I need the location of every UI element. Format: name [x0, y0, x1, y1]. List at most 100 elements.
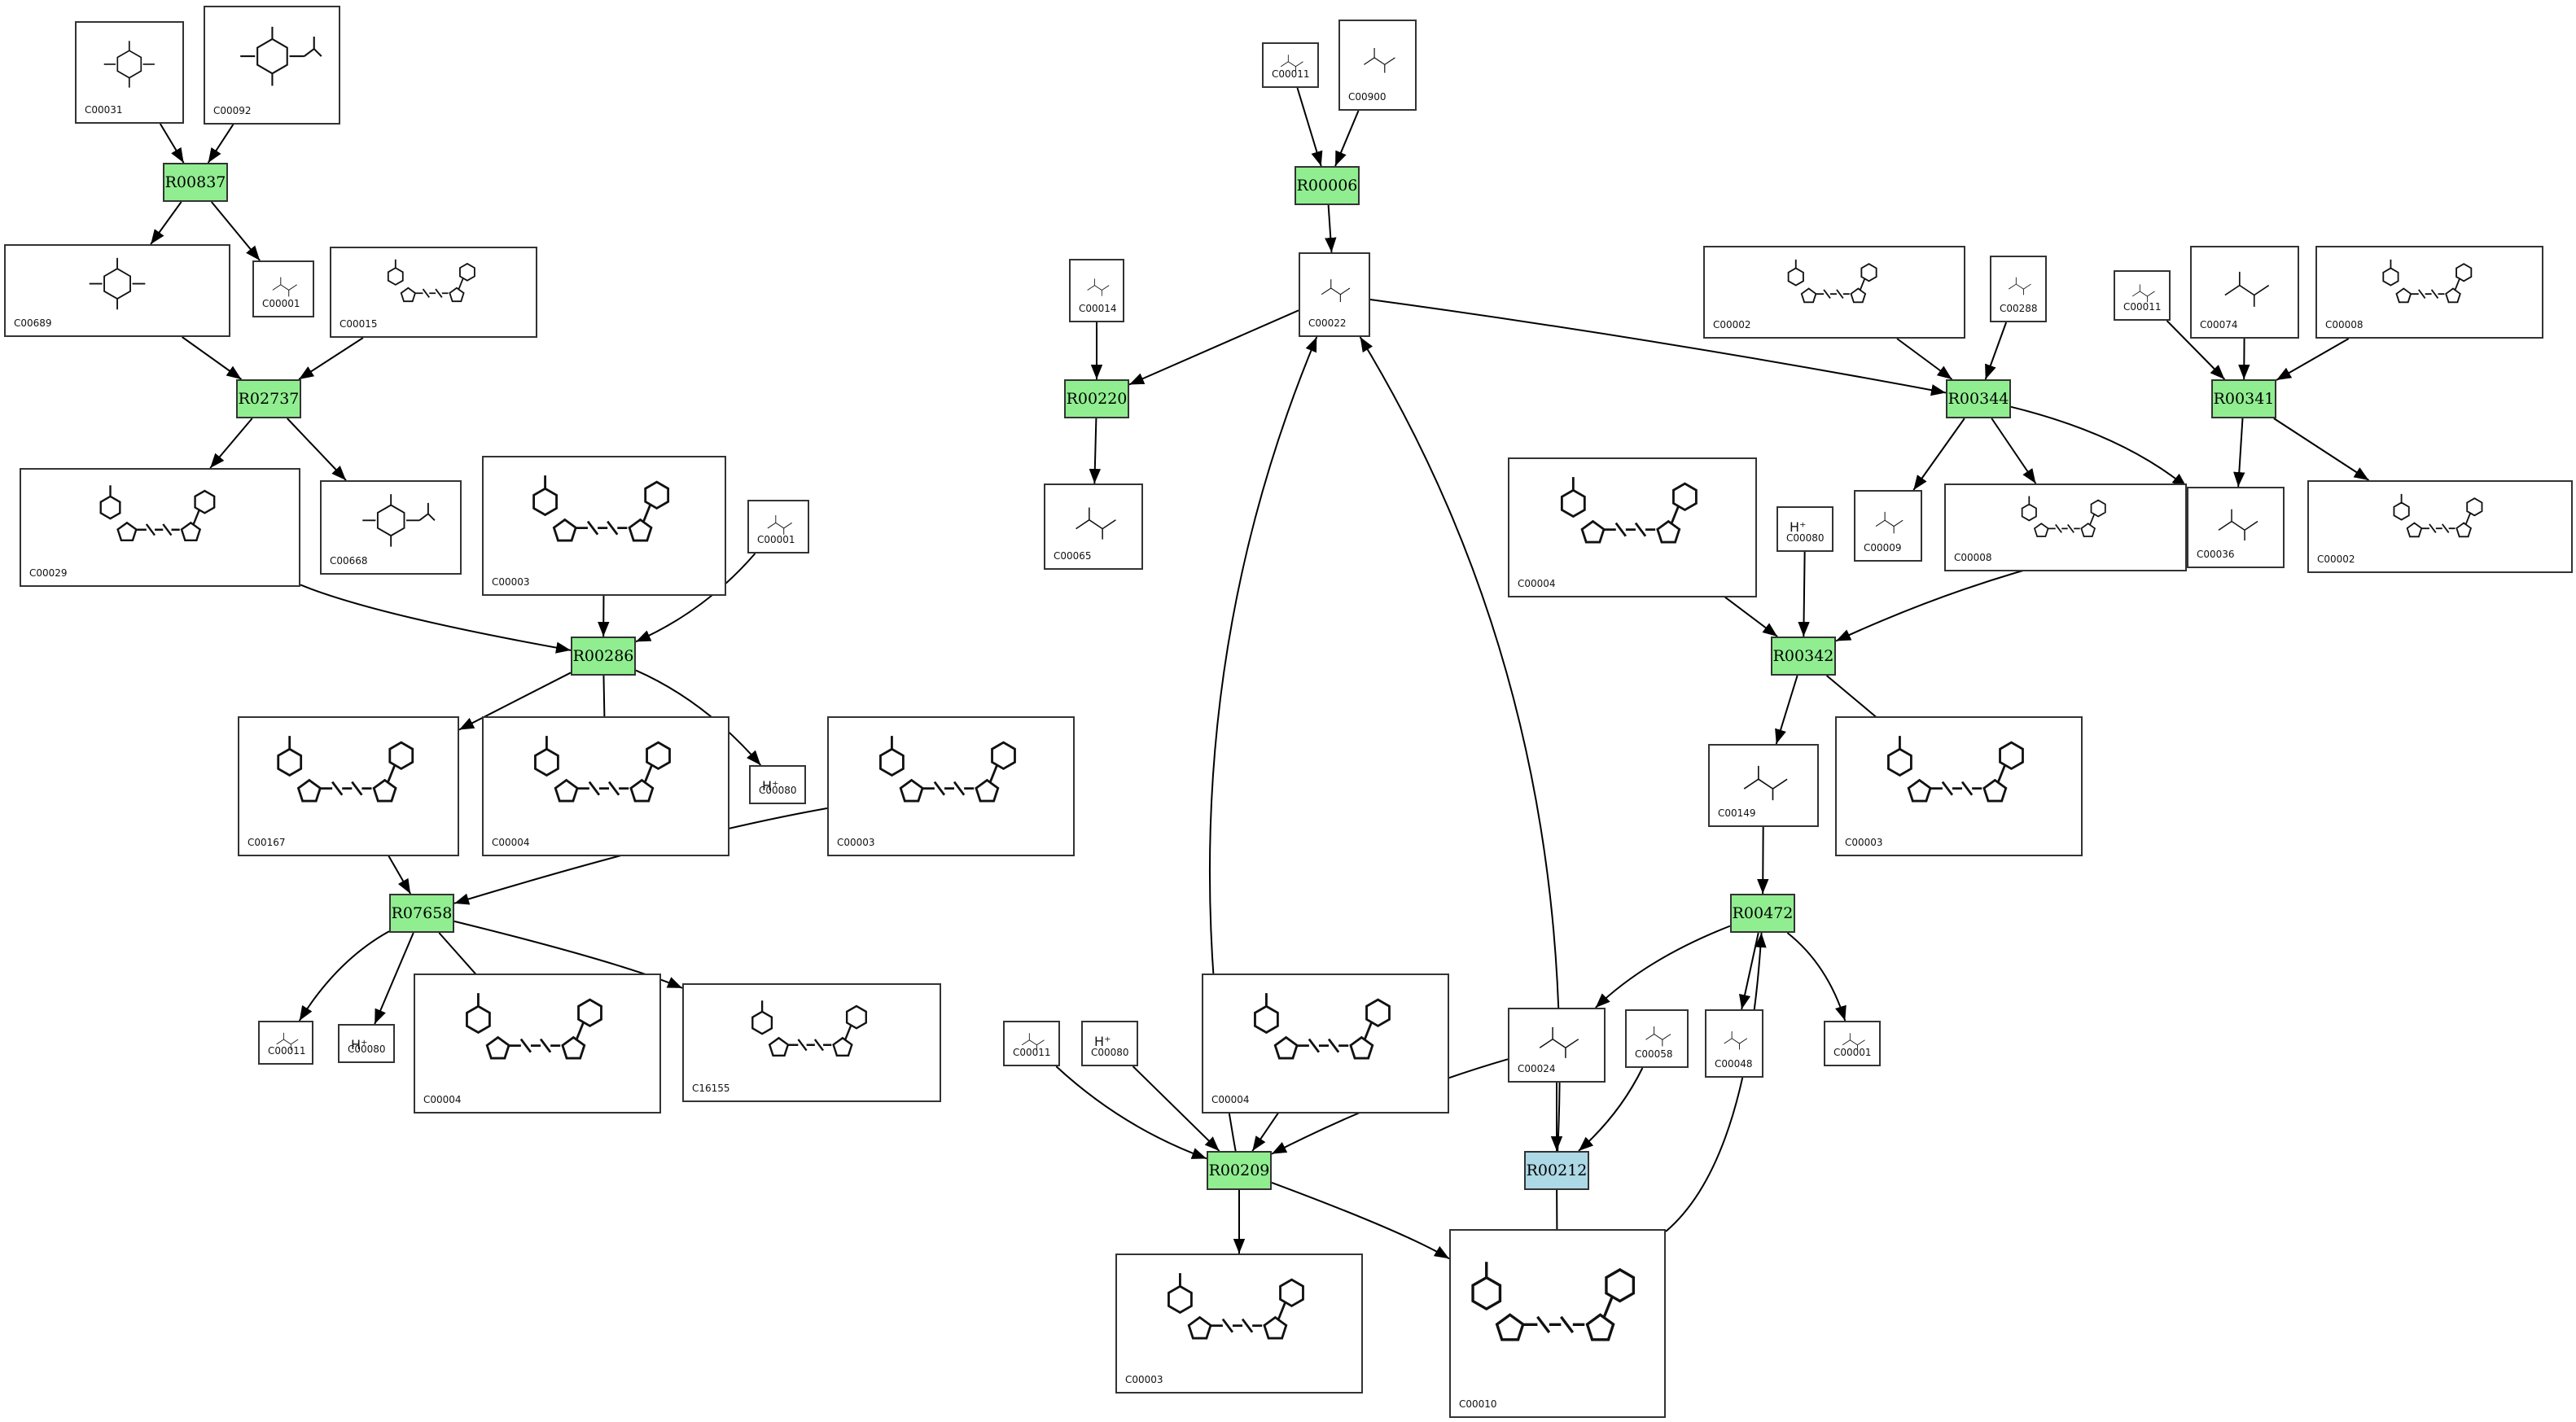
edge-R02737-to-C00668 [287, 418, 347, 481]
structure-drawing [751, 1000, 867, 1057]
compound-c00001[interactable]: C00001 [1824, 1021, 1881, 1066]
compound-c00003[interactable]: C00003 [482, 456, 726, 596]
compound-c00001[interactable]: C00001 [252, 260, 314, 317]
edge-C00080d-to-R00209 [1132, 1065, 1220, 1152]
structure-drawing [2393, 493, 2483, 537]
edge-R00342-to-C00149 [1775, 675, 1798, 745]
compound-label: C00031 [85, 104, 123, 116]
compound-label: C00008 [2325, 319, 2364, 330]
compound-c00689[interactable]: C00689 [4, 244, 230, 337]
compound-c00004[interactable]: C00004 [1508, 457, 1757, 597]
compound-c00010[interactable]: C00010 [1449, 1229, 1666, 1418]
reaction-r00341[interactable]: R00341 [2211, 379, 2276, 418]
compound-c00011[interactable]: C00011 [1262, 42, 1319, 88]
edge-C00008-to-R00341 [2276, 338, 2350, 381]
edge-C00011c-to-R00341 [2166, 320, 2226, 380]
reaction-r00220[interactable]: R00220 [1064, 379, 1129, 418]
compound-c00015[interactable]: C00015 [330, 247, 537, 338]
compound-c00002[interactable]: C00002 [1703, 246, 1965, 339]
compound-label: C00001 [262, 298, 300, 309]
compound-c00080[interactable]: H⁺C00080 [338, 1024, 395, 1063]
structure-drawing [239, 26, 322, 85]
structure-drawing [387, 260, 475, 303]
compound-c00031[interactable]: C00031 [75, 21, 184, 124]
reaction-r00212[interactable]: R00212 [1524, 1151, 1589, 1190]
compound-c00011[interactable]: C00011 [2114, 270, 2171, 321]
compound-label: C00011 [268, 1045, 306, 1057]
compound-c00003[interactable]: C00003 [1835, 716, 2083, 856]
compound-c00065[interactable]: C00065 [1044, 483, 1143, 570]
structure-drawing [103, 41, 156, 88]
compound-c00022[interactable]: C00022 [1299, 252, 1370, 337]
structure-drawing [2021, 496, 2106, 538]
edge-R00342-to-C00003c [1826, 675, 1890, 731]
edge-R00220-to-C00065 [1089, 418, 1102, 484]
compound-c00668[interactable]: C00668 [320, 480, 462, 575]
reaction-r00837[interactable]: R00837 [163, 163, 228, 202]
compound-label: C00011 [1272, 68, 1310, 80]
reaction-r00342[interactable]: R00342 [1771, 637, 1836, 676]
compound-label: C00092 [213, 105, 252, 116]
compound-c00092[interactable]: C00092 [204, 6, 340, 125]
edge-C00015-to-R02737 [298, 337, 364, 380]
compound-c00080[interactable]: H⁺C00080 [1081, 1021, 1138, 1066]
structure-drawing [1363, 48, 1395, 73]
structure-drawing [362, 493, 436, 547]
compound-label: C00002 [2317, 553, 2355, 565]
structure-drawing [767, 514, 792, 535]
compound-label: C00900 [1348, 91, 1387, 103]
reaction-r00286[interactable]: R00286 [571, 637, 636, 676]
reaction-r00344[interactable]: R00344 [1946, 379, 2011, 418]
compound-label: C00074 [2200, 319, 2238, 330]
compound-label: C00080 [1786, 532, 1825, 544]
compound-c00288[interactable]: C00288 [1990, 256, 2047, 322]
compound-c00149[interactable]: C00149 [1708, 744, 1819, 827]
compound-c00008[interactable]: C00008 [1944, 483, 2187, 571]
compound-label: C00080 [348, 1044, 386, 1055]
compound-c00080[interactable]: H⁺C00080 [1776, 506, 1833, 552]
edge-R00341-to-C00036 [2233, 418, 2245, 488]
compound-c00011[interactable]: C00011 [1003, 1021, 1060, 1066]
reaction-r00006[interactable]: R00006 [1295, 166, 1360, 205]
compound-c00008[interactable]: C00008 [2315, 246, 2543, 339]
compound-c00029[interactable]: C00029 [20, 468, 300, 587]
reaction-r07658[interactable]: R07658 [389, 894, 454, 933]
structure-drawing [1724, 1030, 1747, 1050]
compound-label: C00058 [1635, 1048, 1673, 1060]
compound-c00048[interactable]: C00048 [1705, 1009, 1763, 1078]
compound-label: C00015 [340, 318, 378, 330]
compound-c00004[interactable]: C00004 [1202, 974, 1449, 1114]
edge-R07658-to-C16155 [453, 920, 683, 989]
compound-c00074[interactable]: C00074 [2190, 246, 2299, 339]
compound-c00004[interactable]: C00004 [414, 974, 661, 1114]
compound-c00167[interactable]: C00167 [238, 716, 459, 856]
compound-c00080[interactable]: H⁺C00080 [749, 765, 806, 804]
reaction-r02737[interactable]: R02737 [236, 379, 301, 418]
compound-label: C00048 [1715, 1058, 1753, 1070]
structure-drawing [534, 736, 671, 803]
edge-R00286-to-C00080a [635, 669, 762, 766]
compound-label: C00080 [759, 785, 797, 796]
compound-c00004[interactable]: C00004 [482, 716, 729, 856]
compound-c00024[interactable]: C00024 [1508, 1008, 1606, 1083]
compound-label: C00004 [1211, 1094, 1250, 1105]
compound-c00002[interactable]: C00002 [2307, 480, 2573, 573]
structure-drawing [1887, 736, 2024, 803]
compound-c00036[interactable]: C00036 [2187, 487, 2285, 568]
compound-c00001[interactable]: C00001 [747, 500, 809, 553]
compound-c00900[interactable]: C00900 [1338, 20, 1417, 111]
compound-c00058[interactable]: C00058 [1625, 1009, 1689, 1068]
compound-c00009[interactable]: C00009 [1854, 490, 1922, 562]
structure-drawing [1842, 1033, 1865, 1052]
structure-drawing [879, 736, 1016, 803]
compound-c00003[interactable]: C00003 [827, 716, 1075, 856]
compound-c16155[interactable]: C16155 [682, 983, 941, 1102]
compound-c00003[interactable]: C00003 [1115, 1254, 1363, 1394]
compound-c00014[interactable]: C00014 [1069, 259, 1124, 322]
structure-drawing [99, 484, 216, 541]
edge-C00031-to-R00837 [159, 123, 185, 164]
reaction-r00472[interactable]: R00472 [1730, 894, 1795, 933]
compound-c00011[interactable]: C00011 [258, 1021, 313, 1065]
compound-label: C00036 [2197, 549, 2235, 560]
reaction-r00209[interactable]: R00209 [1207, 1151, 1272, 1190]
